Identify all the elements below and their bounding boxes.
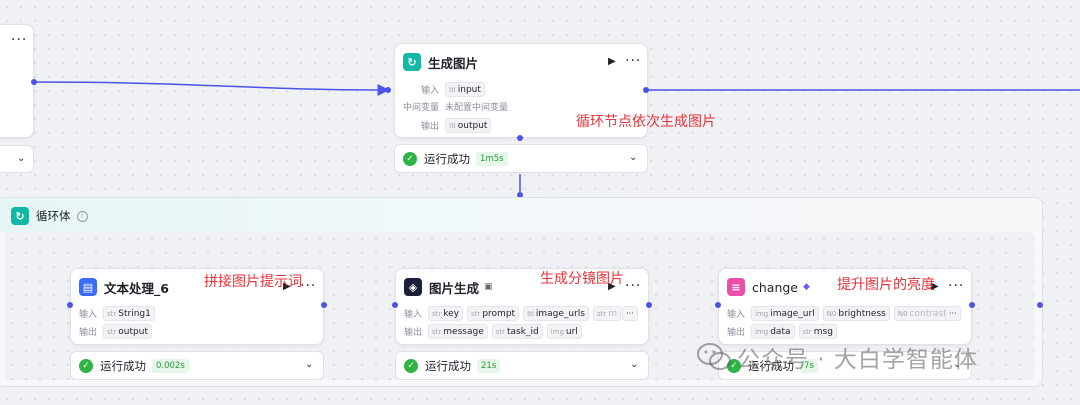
- loop-icon: ↻: [403, 53, 421, 71]
- more-icon[interactable]: ···: [11, 32, 28, 48]
- loop-end-port[interactable]: [1037, 302, 1043, 308]
- check-icon: ✓: [404, 358, 418, 373]
- output-port[interactable]: [321, 302, 327, 308]
- adjust-icon: ≡: [727, 278, 745, 296]
- time-badge: 1m5s: [476, 151, 508, 166]
- output-label: 输出: [421, 122, 440, 132]
- input-label: 输入: [727, 310, 746, 320]
- node-title: 生成图片: [428, 55, 479, 71]
- info-icon[interactable]: i: [76, 210, 88, 222]
- text-processing-icon: ▤: [79, 278, 97, 296]
- input-label: 输入: [421, 86, 440, 96]
- watermark-text: 公众号 · 大白学智能体: [737, 347, 978, 373]
- more-icon[interactable]: ···: [625, 278, 642, 294]
- plugin-icon: ▣: [484, 282, 493, 292]
- midvar-value: 未配置中间变量: [445, 103, 509, 113]
- diamond-icon: ◆: [803, 282, 810, 292]
- status-bar-change[interactable]: ✓ 运行成功 7s ⌄: [718, 351, 972, 380]
- node-title: 图片生成: [429, 280, 480, 296]
- status-bar-generate-image[interactable]: ✓ 运行成功 1m5s ⌄: [394, 144, 648, 173]
- output-label: 输出: [727, 328, 746, 338]
- partial-left-node[interactable]: ···: [0, 24, 34, 138]
- edge-left-to-top: [33, 81, 390, 96]
- image-generation-icon: ◈: [404, 278, 422, 296]
- input-label: 输入: [79, 310, 98, 320]
- input-port[interactable]: [67, 302, 73, 308]
- annotation-loop: 循环节点依次生成图片: [576, 114, 716, 130]
- more-icon[interactable]: ···: [625, 53, 642, 69]
- output-label: 输出: [404, 328, 423, 338]
- loop-body-port[interactable]: [517, 192, 523, 198]
- node-title: change: [752, 279, 799, 295]
- status-text: 运行成功: [424, 151, 470, 166]
- loop-title: 循环体: [36, 209, 71, 223]
- node-title: 文本处理_6: [104, 280, 169, 296]
- more-tags-icon[interactable]: ···: [622, 306, 638, 321]
- annotation-change: 提升图片的亮度: [837, 277, 935, 293]
- run-icon[interactable]: ▶: [283, 281, 291, 292]
- output-port[interactable]: [646, 302, 652, 308]
- output-label: 输出: [79, 328, 98, 338]
- check-icon: ✓: [403, 151, 417, 166]
- chevron-down-icon[interactable]: ⌄: [953, 359, 962, 370]
- time-badge: 0.002s: [152, 358, 189, 373]
- run-icon[interactable]: ▶: [931, 281, 939, 292]
- input-label: 输入: [404, 310, 423, 320]
- output-port[interactable]: [969, 302, 975, 308]
- wechat-icon: [697, 343, 731, 370]
- input-port[interactable]: [392, 302, 398, 308]
- partial-left-status[interactable]: ⌄: [0, 145, 34, 173]
- loop-port[interactable]: [517, 135, 523, 141]
- chevron-down-icon[interactable]: ⌄: [630, 359, 639, 370]
- more-icon[interactable]: ···: [300, 278, 317, 294]
- time-badge: 21s: [477, 358, 501, 373]
- loop-icon: ↻: [11, 207, 29, 225]
- run-icon[interactable]: ▶: [608, 56, 616, 67]
- chevron-down-icon[interactable]: ⌄: [629, 152, 638, 163]
- output-port[interactable]: [31, 79, 37, 85]
- status-text: 运行成功: [425, 358, 471, 373]
- input-port[interactable]: [715, 302, 721, 308]
- annotation-text: 拼接图片提示词: [204, 274, 302, 290]
- output-port[interactable]: [643, 87, 649, 93]
- chevron-down-icon[interactable]: ⌄: [17, 153, 26, 164]
- status-text: 运行成功: [100, 358, 146, 373]
- watermark: 公众号 · 大白学智能体: [697, 340, 978, 374]
- status-bar-text-processing[interactable]: ✓ 运行成功 0.002s ⌄: [70, 351, 324, 380]
- check-icon: ✓: [79, 358, 93, 373]
- annotation-image: 生成分镜图片: [540, 271, 624, 287]
- more-icon[interactable]: ···: [948, 278, 965, 294]
- more-tags-icon[interactable]: ···: [945, 306, 961, 321]
- status-bar-image-generation[interactable]: ✓ 运行成功 21s ⌄: [395, 351, 649, 380]
- time-badge: 7s: [800, 358, 818, 373]
- chevron-down-icon[interactable]: ⌄: [305, 359, 314, 370]
- run-icon[interactable]: ▶: [608, 281, 616, 292]
- status-text: 运行成功: [748, 358, 794, 373]
- input-port[interactable]: [385, 87, 391, 93]
- midvar-label: 中间变量: [403, 103, 440, 113]
